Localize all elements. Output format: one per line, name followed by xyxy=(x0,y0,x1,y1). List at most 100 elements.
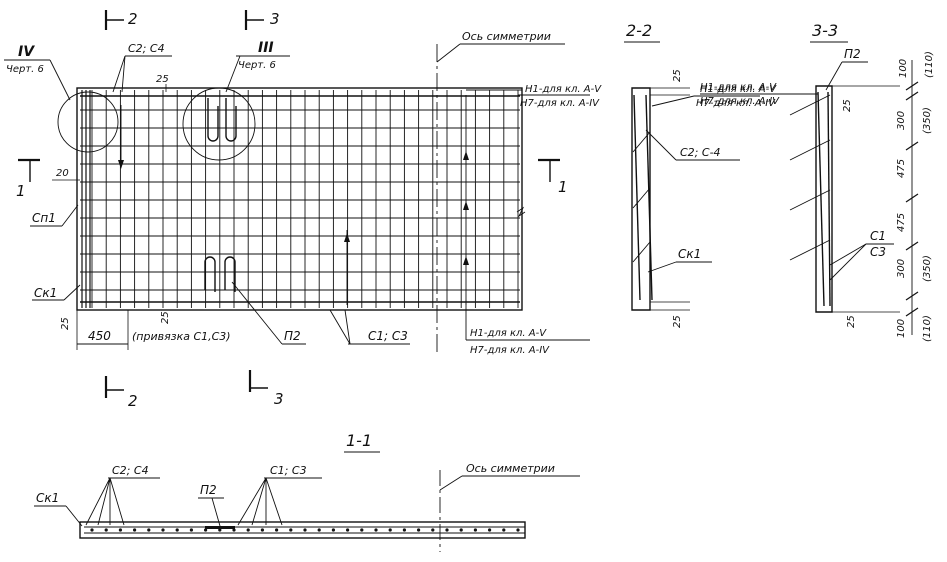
dim-450: 450 xyxy=(88,329,111,343)
leader-c1c3-b xyxy=(344,309,351,345)
leader-c1-a xyxy=(829,243,867,266)
bar-dot xyxy=(388,528,392,532)
label-c1-33: С1 xyxy=(870,229,886,243)
leader-c1c3-11 xyxy=(237,477,283,526)
dim-tick xyxy=(905,291,919,301)
detail-circle-III xyxy=(182,87,256,161)
dim-25-top: 25 xyxy=(156,74,169,85)
bar-dot xyxy=(189,528,193,532)
bar-dot xyxy=(90,528,94,532)
leader-c1c3-a xyxy=(329,309,351,345)
bar-dot xyxy=(488,528,492,532)
label-n1-top: Н1-для кл. А-V xyxy=(525,84,602,95)
leader-III xyxy=(225,55,241,93)
leader-c2-22 xyxy=(645,129,677,161)
dim-r100b: 100 xyxy=(896,319,907,338)
label-p2-11: П2 xyxy=(200,483,217,497)
leader-sp1 xyxy=(61,204,79,227)
detail-circle-IV xyxy=(57,91,119,153)
label-n7-22: Н7-для кл. А-IV xyxy=(696,98,776,109)
dim-r475b: 475 xyxy=(896,213,907,232)
leader-c2c4-11 xyxy=(85,477,125,526)
leader-c2c4-a xyxy=(112,55,126,93)
bar-dot xyxy=(459,528,463,532)
arrowhead-c2 xyxy=(118,160,124,169)
leader-c1-b xyxy=(829,243,867,281)
leader-sk1-11 xyxy=(65,505,83,527)
section-1-1: 1-1 Ось симметрии С2; С4 Ск1 П2 С1; С3 xyxy=(34,431,580,552)
leader-p2 xyxy=(231,281,283,345)
leader-IV xyxy=(49,59,71,101)
dim-chain-ticks xyxy=(905,81,919,317)
label-sk1-22: Ск1 xyxy=(678,247,701,261)
bar-dot xyxy=(374,528,378,532)
plan-view: Ось симметрии Н1-для кл. А-V Н7-для кл. … xyxy=(57,30,602,356)
sec1-left-label: 1 xyxy=(16,182,26,200)
bar-dot xyxy=(331,528,335,532)
dim-r300b: 300 xyxy=(896,259,907,278)
sec2-top-label: 2 xyxy=(128,10,138,28)
label-c2c4-11: С2; С4 xyxy=(112,464,149,477)
bar-dot xyxy=(360,528,364,532)
sec11-outline xyxy=(79,521,526,539)
dim-r350a: (350) xyxy=(922,107,933,134)
sec3-top-label: 3 xyxy=(270,10,280,28)
leader-n1-22 xyxy=(651,95,695,107)
sec22-diagonals xyxy=(632,131,651,263)
dim-25-left: 25 xyxy=(60,317,71,330)
sec33-diagonals xyxy=(789,94,831,261)
label-III: III xyxy=(258,40,274,56)
label-n7-bot: Н7-для кл. А-IV xyxy=(470,345,550,356)
break-mark xyxy=(516,206,526,218)
label-n1-22: Н1-для кл. А-V xyxy=(700,84,777,95)
label-p2: П2 xyxy=(284,329,301,343)
leader-p2-33 xyxy=(825,61,843,91)
bar-dot xyxy=(175,528,179,532)
bar-dot xyxy=(303,528,307,532)
dim-r475a: 475 xyxy=(896,159,907,178)
leader-sk1-22 xyxy=(647,261,677,273)
dim-tick xyxy=(905,81,919,91)
sec11-p2-bar xyxy=(205,526,235,529)
bar-dot xyxy=(260,528,264,532)
bar-dot xyxy=(104,528,108,532)
dim-22-bot: 25 xyxy=(672,315,683,328)
bar-dot xyxy=(346,528,350,532)
label-n7-top: Н7-для кл. А-IV xyxy=(520,98,600,109)
sec22-rod-a xyxy=(633,94,641,301)
dim-22-top: 25 xyxy=(672,69,683,82)
bar-dot xyxy=(317,528,321,532)
bar-dot xyxy=(246,528,250,532)
sec33-rod-a xyxy=(817,91,825,307)
bar-dot xyxy=(502,528,506,532)
loop-p2-bot-b xyxy=(224,256,236,292)
plan-labels: С2; С4 IV Черт. 6 III Черт. 6 25 20 Сп1 … xyxy=(4,40,410,350)
dim-r110b: (110) xyxy=(922,315,933,342)
label-c1c3: С1; С3 xyxy=(368,329,408,343)
label-sp1: Сп1 xyxy=(32,211,56,225)
mesh-grid xyxy=(80,90,520,308)
loop-p2-top-b xyxy=(225,98,237,142)
title-2-2: 2-2 xyxy=(626,21,652,40)
bar-dot xyxy=(232,528,236,532)
label-sk1-11: Ск1 xyxy=(36,491,59,505)
sec1-right-label: 1 xyxy=(558,178,568,196)
dim-tick xyxy=(905,91,919,101)
label-sk1: Ск1 xyxy=(34,286,57,300)
bar-dot xyxy=(417,528,421,532)
leader-sk1 xyxy=(63,284,81,301)
section-3-3: 3-3 25 25 П2 Н1-для кл. А-V Н7-для кл. А… xyxy=(700,21,935,342)
bar-dot xyxy=(516,528,520,532)
title-3-3: 3-3 xyxy=(812,21,838,40)
section-marks: 2 3 2 3 1 1 xyxy=(16,10,568,410)
label-chert6: Черт. 6 xyxy=(6,64,44,75)
dim-r350b: (350) xyxy=(922,255,933,282)
label-chert6b: Черт. 6 xyxy=(238,60,276,71)
arrowheads-n1 xyxy=(463,151,469,265)
dim-tick xyxy=(905,193,919,203)
label-privyazka: (привязка С1,С3) xyxy=(132,330,231,343)
bar-dot xyxy=(473,528,477,532)
label-n1-bot: Н1-для кл. А-V xyxy=(470,328,547,339)
title-1-1: 1-1 xyxy=(346,431,372,450)
